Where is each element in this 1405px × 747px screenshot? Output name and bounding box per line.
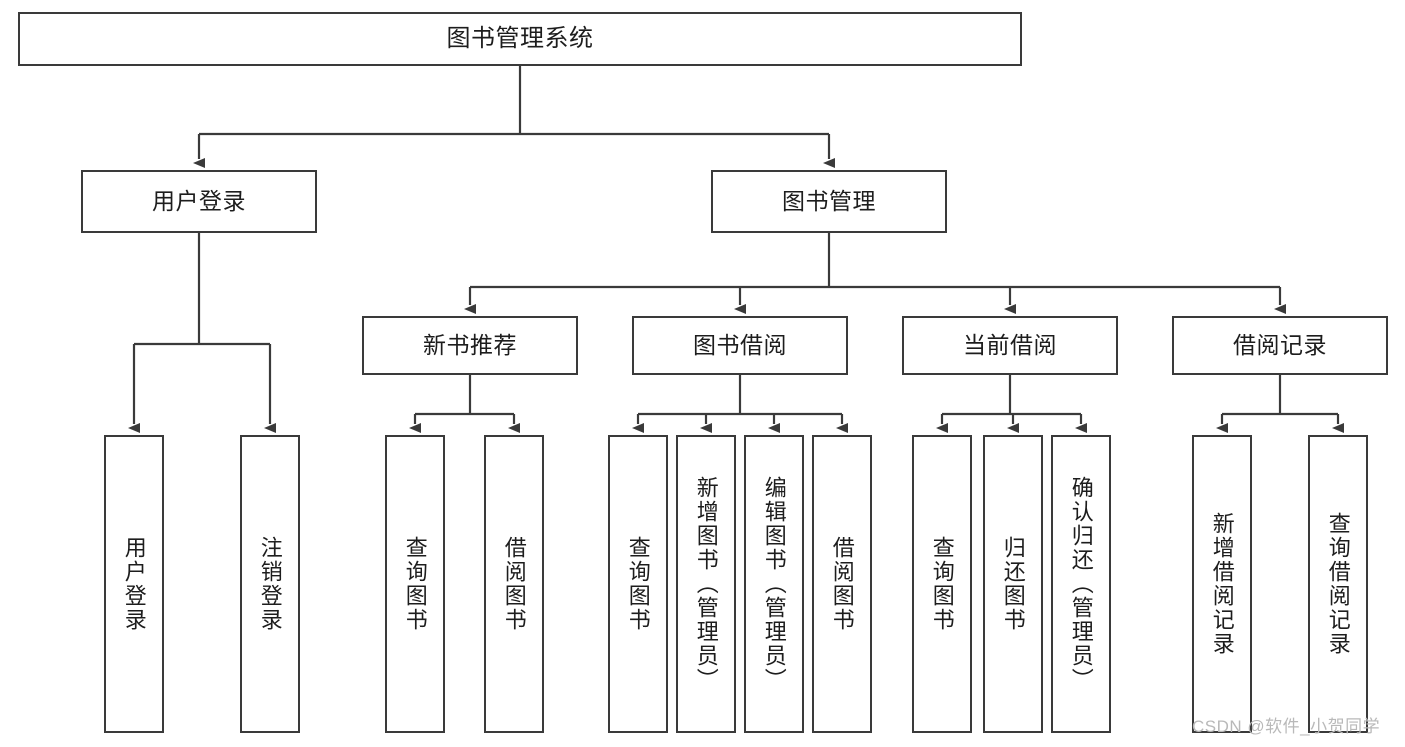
node-label: 当前借阅 <box>963 331 1057 358</box>
node-l6[interactable]: 新增图书（管理员） <box>676 435 736 733</box>
node-l12[interactable]: 新增借阅记录 <box>1192 435 1252 733</box>
node-borrow[interactable]: 图书借阅 <box>632 316 848 375</box>
node-label: 新增借阅记录 <box>1209 512 1235 656</box>
node-l8[interactable]: 借阅图书 <box>812 435 872 733</box>
node-login[interactable]: 用户登录 <box>81 170 317 233</box>
node-l10[interactable]: 归还图书 <box>983 435 1043 733</box>
node-label: 新书推荐 <box>423 331 517 358</box>
node-l5[interactable]: 查询图书 <box>608 435 668 733</box>
node-label: 用户登录 <box>152 187 246 214</box>
node-label: 借阅记录 <box>1233 331 1327 358</box>
node-root[interactable]: 图书管理系统 <box>18 12 1022 66</box>
node-label: 借阅图书 <box>829 536 855 632</box>
node-label: 查询图书 <box>402 536 428 632</box>
node-records[interactable]: 借阅记录 <box>1172 316 1388 375</box>
node-label: 新增图书（管理员） <box>693 476 719 692</box>
node-label: 用户登录 <box>121 536 147 632</box>
node-label: 查询借阅记录 <box>1325 512 1351 656</box>
node-current[interactable]: 当前借阅 <box>902 316 1118 375</box>
node-label: 图书借阅 <box>693 331 787 358</box>
node-l2[interactable]: 注销登录 <box>240 435 300 733</box>
node-label: 归还图书 <box>1000 536 1026 632</box>
node-l11[interactable]: 确认归还（管理员） <box>1051 435 1111 733</box>
node-l1[interactable]: 用户登录 <box>104 435 164 733</box>
node-l4[interactable]: 借阅图书 <box>484 435 544 733</box>
node-l13[interactable]: 查询借阅记录 <box>1308 435 1368 733</box>
node-l3[interactable]: 查询图书 <box>385 435 445 733</box>
node-label: 编辑图书（管理员） <box>761 476 787 692</box>
node-l7[interactable]: 编辑图书（管理员） <box>744 435 804 733</box>
node-label: 查询图书 <box>929 536 955 632</box>
node-label: 图书管理 <box>782 187 876 214</box>
node-bookmgmt[interactable]: 图书管理 <box>711 170 947 233</box>
node-label: 查询图书 <box>625 536 651 632</box>
node-newbook[interactable]: 新书推荐 <box>362 316 578 375</box>
node-l9[interactable]: 查询图书 <box>912 435 972 733</box>
node-label: 注销登录 <box>257 536 283 632</box>
node-label: 图书管理系统 <box>446 24 594 52</box>
node-label: 借阅图书 <box>501 536 527 632</box>
node-label: 确认归还（管理员） <box>1068 476 1094 692</box>
